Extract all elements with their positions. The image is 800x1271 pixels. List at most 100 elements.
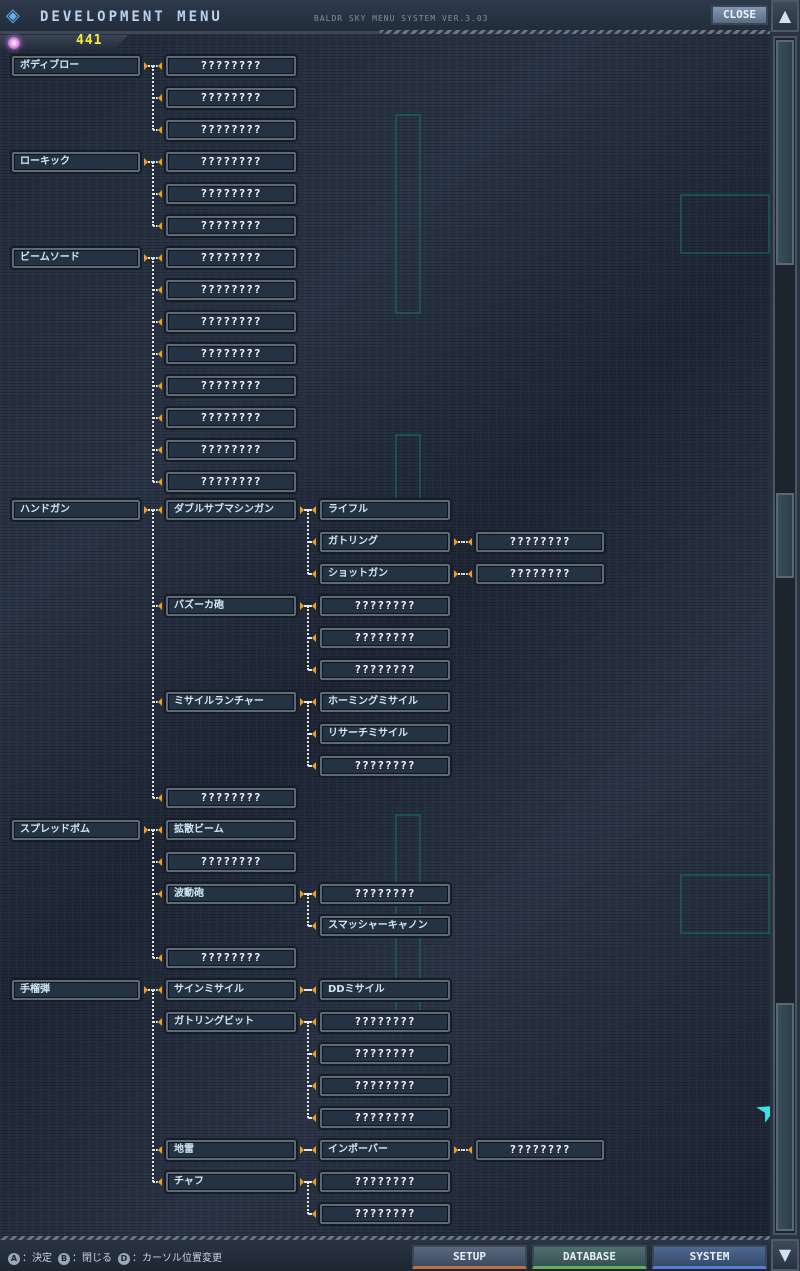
connector-arrow-icon bbox=[158, 318, 162, 326]
connector-arrow-icon bbox=[312, 570, 316, 578]
tree-node[interactable]: スマッシャーキャノン bbox=[318, 914, 452, 938]
connector-arrow-icon bbox=[158, 190, 162, 198]
tree-node-locked[interactable]: ???????? bbox=[318, 1010, 452, 1034]
connector-line bbox=[308, 989, 312, 991]
close-button[interactable]: CLOSE bbox=[711, 5, 768, 25]
tree-node-locked[interactable]: ???????? bbox=[474, 562, 606, 586]
connector-line bbox=[304, 1181, 308, 1183]
tree-node-locked[interactable]: ???????? bbox=[318, 658, 452, 682]
tree-node[interactable]: サインミサイル bbox=[164, 978, 298, 1002]
connector-line bbox=[458, 541, 463, 543]
tree-node-locked[interactable]: ???????? bbox=[164, 946, 298, 970]
connector-line bbox=[308, 541, 312, 543]
tree-node[interactable]: ショットガン bbox=[318, 562, 452, 586]
connector-line bbox=[304, 509, 308, 511]
tree-node-locked[interactable]: ???????? bbox=[164, 438, 298, 462]
tree-node[interactable]: DDミサイル bbox=[318, 978, 452, 1002]
connector-arrow-icon bbox=[158, 1178, 162, 1186]
tree-node[interactable]: 地雷 bbox=[164, 1138, 298, 1162]
connector-arrow-icon bbox=[300, 698, 304, 706]
tree-node-locked[interactable]: ???????? bbox=[318, 1106, 452, 1130]
tree-node-locked[interactable]: ???????? bbox=[164, 310, 298, 334]
connector-arrow-icon bbox=[468, 570, 472, 578]
tree-node[interactable]: ローキック bbox=[10, 150, 142, 174]
tree-node-locked[interactable]: ???????? bbox=[164, 182, 298, 206]
connector-arrow-icon bbox=[158, 350, 162, 358]
scroll-segment bbox=[776, 1003, 794, 1231]
connector-arrow-icon bbox=[312, 538, 316, 546]
tree-node[interactable]: 手榴弾 bbox=[10, 978, 142, 1002]
connector-arrow-icon bbox=[468, 538, 472, 546]
tree-node-locked[interactable]: ???????? bbox=[474, 1138, 606, 1162]
connector-line bbox=[148, 257, 153, 259]
connector-line bbox=[307, 1022, 309, 1118]
scroll-up-button[interactable]: ▲ bbox=[771, 0, 799, 32]
tree-node[interactable]: ガトリング bbox=[318, 530, 452, 554]
tree-node-locked[interactable]: ???????? bbox=[318, 754, 452, 778]
tree-node-locked[interactable]: ???????? bbox=[164, 54, 298, 78]
tree-node-locked[interactable]: ???????? bbox=[164, 374, 298, 398]
tree-node-locked[interactable]: ???????? bbox=[164, 342, 298, 366]
tree-node[interactable]: ライフル bbox=[318, 498, 452, 522]
tree-node[interactable]: ボディブロー bbox=[10, 54, 142, 78]
connector-line bbox=[307, 1182, 309, 1214]
tree-node[interactable]: ハンドガン bbox=[10, 498, 142, 522]
tree-node-locked[interactable]: ???????? bbox=[318, 1074, 452, 1098]
connector-line bbox=[307, 702, 309, 766]
connector-arrow-icon bbox=[300, 890, 304, 898]
tree-node-locked[interactable]: ???????? bbox=[164, 118, 298, 142]
tree-node-locked[interactable]: ???????? bbox=[164, 470, 298, 494]
system-button[interactable]: SYSTEM bbox=[652, 1245, 767, 1269]
connector-arrow-icon bbox=[158, 506, 162, 514]
tree-node-locked[interactable]: ???????? bbox=[318, 1202, 452, 1226]
tree-node-locked[interactable]: ???????? bbox=[318, 882, 452, 906]
tree-node[interactable]: ホーミングミサイル bbox=[318, 690, 452, 714]
connector-arrow-icon bbox=[144, 254, 148, 262]
tree-node-locked[interactable]: ???????? bbox=[164, 406, 298, 430]
tree-node-locked[interactable]: ???????? bbox=[318, 1170, 452, 1194]
setup-button[interactable]: SETUP bbox=[412, 1245, 527, 1269]
connector-line bbox=[153, 129, 158, 131]
connector-arrow-icon bbox=[300, 986, 304, 994]
connector-arrow-icon bbox=[312, 506, 316, 514]
scrollbar[interactable]: ▲ ▼ bbox=[770, 0, 800, 1271]
tree-node-locked[interactable]: ???????? bbox=[164, 214, 298, 238]
tree-node[interactable]: 拡散ビーム bbox=[164, 818, 298, 842]
tree-node[interactable]: リサーチミサイル bbox=[318, 722, 452, 746]
connector-arrow-icon bbox=[158, 478, 162, 486]
tree-node-locked[interactable]: ???????? bbox=[318, 1042, 452, 1066]
connector-line bbox=[153, 97, 158, 99]
tree-node-locked[interactable]: ???????? bbox=[164, 86, 298, 110]
tree-node[interactable]: ミサイルランチャー bbox=[164, 690, 298, 714]
tree-node-locked[interactable]: ???????? bbox=[318, 626, 452, 650]
tree-node[interactable]: ダブルサブマシンガン bbox=[164, 498, 298, 522]
tree-node-locked[interactable]: ???????? bbox=[474, 530, 606, 554]
scroll-down-button[interactable]: ▼ bbox=[771, 1239, 799, 1271]
connector-line bbox=[153, 1181, 158, 1183]
connector-arrow-icon bbox=[144, 506, 148, 514]
connector-arrow-icon bbox=[312, 1210, 316, 1218]
connector-line bbox=[148, 65, 153, 67]
connector-arrow-icon bbox=[300, 1018, 304, 1026]
tree-node[interactable]: ビームソード bbox=[10, 246, 142, 270]
tree-node-locked[interactable]: ???????? bbox=[164, 850, 298, 874]
tree-node-locked[interactable]: ???????? bbox=[164, 246, 298, 270]
tree-node[interactable]: チャフ bbox=[164, 1170, 298, 1194]
tree-node-locked[interactable]: ???????? bbox=[164, 150, 298, 174]
scroll-thumb[interactable] bbox=[776, 40, 794, 265]
tree-node[interactable]: インポーバー bbox=[318, 1138, 452, 1162]
connector-arrow-icon bbox=[312, 1018, 316, 1026]
tree-node[interactable]: 波動砲 bbox=[164, 882, 298, 906]
tree-node[interactable]: バズーカ砲 bbox=[164, 594, 298, 618]
database-button[interactable]: DATABASE bbox=[532, 1245, 647, 1269]
connector-arrow-icon bbox=[158, 890, 162, 898]
tree-node[interactable]: ガトリングビット bbox=[164, 1010, 298, 1034]
scroll-segment bbox=[776, 493, 794, 578]
scroll-track[interactable] bbox=[773, 36, 797, 1235]
tree-node-locked[interactable]: ???????? bbox=[164, 786, 298, 810]
tree-node[interactable]: スプレッドボム bbox=[10, 818, 142, 842]
tree-node-locked[interactable]: ???????? bbox=[164, 278, 298, 302]
connector-arrow-icon bbox=[158, 382, 162, 390]
tree-node-locked[interactable]: ???????? bbox=[318, 594, 452, 618]
connector-line bbox=[153, 321, 158, 323]
